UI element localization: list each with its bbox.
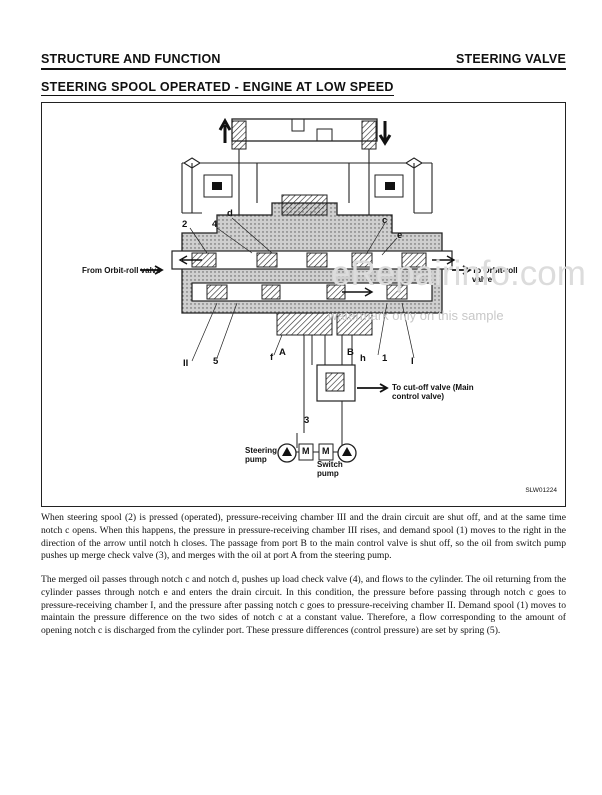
- valve-schematic: [140, 117, 472, 463]
- relief-valves: [203, 174, 404, 198]
- callout-5: 5: [213, 356, 219, 367]
- figure-code: SLW01224: [525, 487, 557, 494]
- steering-cylinder: [218, 117, 392, 150]
- callout-2: 2: [182, 219, 188, 230]
- callout-f: f: [270, 352, 274, 363]
- check-valve-and-pumps: [277, 364, 357, 463]
- callout-e: e: [397, 230, 403, 241]
- page-header: STRUCTURE AND FUNCTION STEERING VALVE: [41, 52, 566, 70]
- flow-arrows: [140, 265, 472, 393]
- label-to-cutoff-valve: To cut-off valve (Main control valve): [392, 383, 474, 401]
- leader-lines: [189, 217, 415, 362]
- callout-1: 1: [382, 353, 388, 364]
- label-switch-pump: Switch pump: [317, 460, 343, 478]
- label-from-orbit-roll: From Orbit-roll valve: [82, 266, 161, 275]
- pipe-lines: [181, 149, 433, 223]
- paragraph-2: The merged oil passes through notch c an…: [41, 574, 566, 637]
- callout-c-top: c: [382, 215, 388, 226]
- callout-chamber-I: I: [411, 356, 414, 367]
- header-rule: [41, 68, 566, 70]
- label-to-orbit-roll: To Orbit-roll valve: [472, 266, 518, 284]
- label-steering-pump: Steering pump: [245, 446, 278, 464]
- paragraph-1: When steering spool (2) is pressed (oper…: [41, 512, 566, 562]
- callout-port-A: A: [279, 347, 286, 358]
- motor-symbol-1: M: [302, 446, 310, 456]
- valve-body: [171, 194, 456, 433]
- watermark-note: watermark only on this sample: [328, 308, 504, 323]
- header-section-name: STRUCTURE AND FUNCTION: [41, 52, 221, 66]
- hydraulic-diagram: From Orbit-roll valve To Orbit-roll valv…: [41, 102, 566, 507]
- callout-3: 3: [304, 415, 310, 426]
- callout-h: h: [360, 353, 366, 364]
- callout-d-top: d: [227, 208, 233, 219]
- callout-port-B: B: [347, 347, 354, 358]
- watermark-site: eRepairinfo.com: [331, 254, 586, 293]
- callout-chamber-II: II: [183, 358, 189, 369]
- header-topic-name: STEERING VALVE: [456, 52, 566, 66]
- section-title: STEERING SPOOL OPERATED - ENGINE AT LOW …: [41, 80, 394, 96]
- callout-4: 4: [212, 219, 218, 230]
- motor-symbol-2: M: [322, 446, 330, 456]
